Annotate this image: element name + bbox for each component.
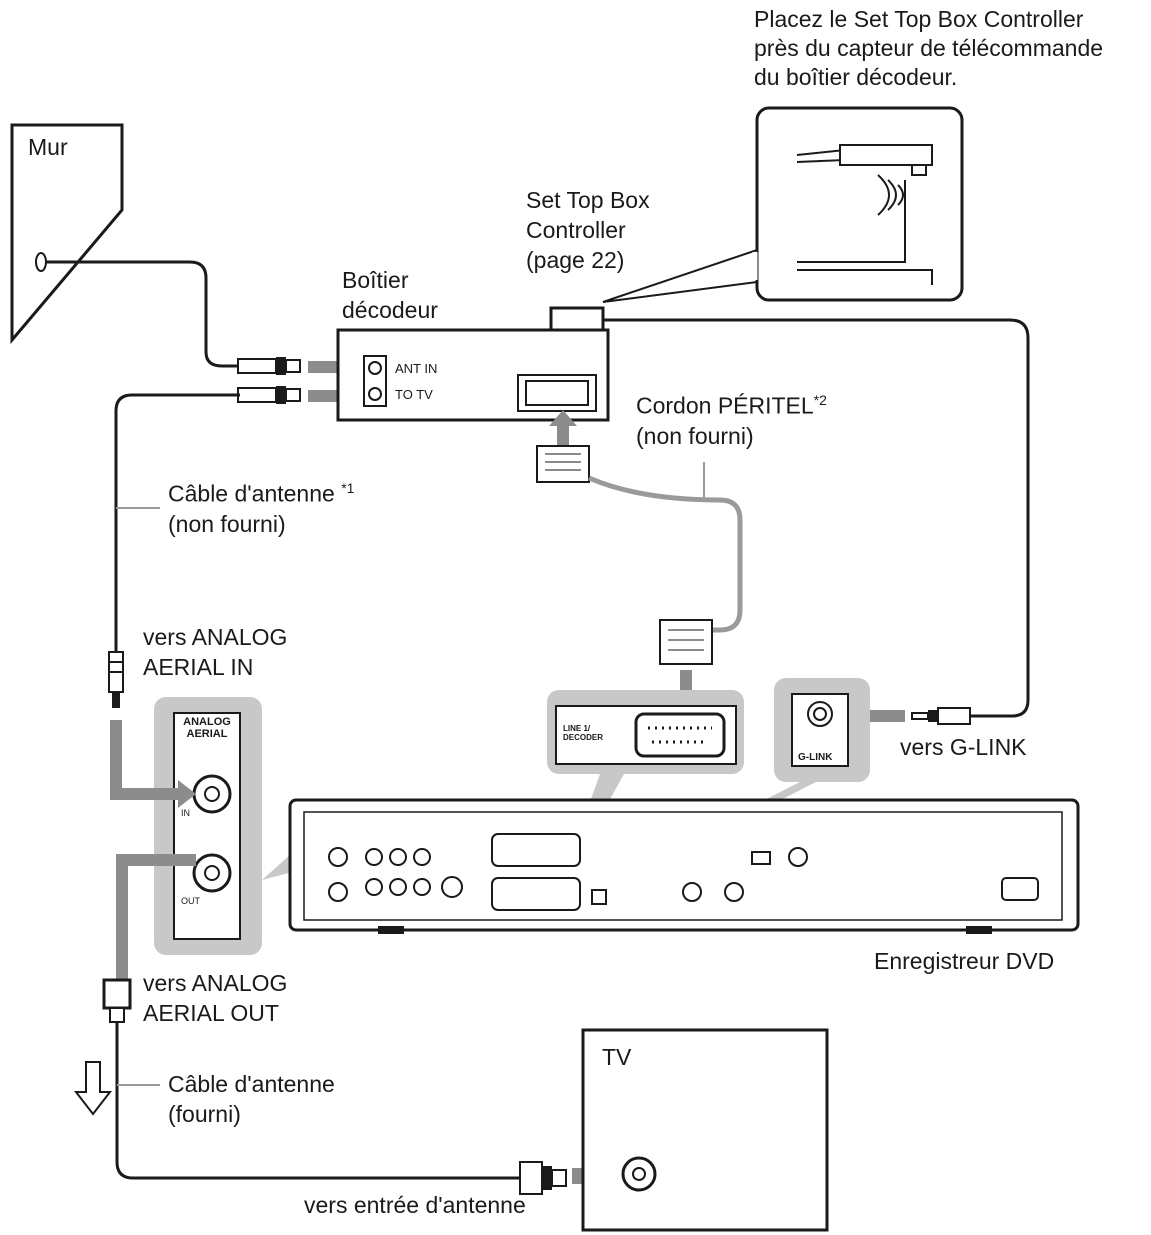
wall-to-stb-cable bbox=[46, 260, 240, 368]
antenna-cable-1-label: Câble d'antenne *1 (non fourni) bbox=[168, 480, 355, 537]
scart-plug-top bbox=[536, 445, 590, 483]
dvd-recorder-label: Enregistreur DVD bbox=[874, 948, 1055, 974]
ant-in-label: ANT IN bbox=[395, 361, 438, 376]
inset-aerial-out-label: OUT bbox=[181, 896, 200, 906]
signal-direction-arrow bbox=[73, 1061, 113, 1116]
ant-in-jack bbox=[368, 361, 382, 375]
to-antenna-input-label: vers entrée d'antenne bbox=[304, 1192, 526, 1218]
to-tv-jack bbox=[368, 387, 382, 401]
controller-device bbox=[549, 306, 605, 332]
inset-aerial-title: ANALOG AERIAL bbox=[183, 716, 231, 740]
tv-label: TV bbox=[602, 1044, 632, 1070]
antenna-cable-2 bbox=[115, 1022, 520, 1180]
placement-note: Placez le Set Top Box Controller près du… bbox=[754, 6, 1104, 90]
to-analog-out-label: vers ANALOG AERIAL OUT bbox=[143, 970, 288, 1026]
controller-label: Set Top Box Controller (page 22) bbox=[526, 187, 650, 273]
inset-glink-label: G-LINK bbox=[798, 752, 833, 763]
wall-label: Mur bbox=[28, 134, 68, 160]
glink-cable bbox=[603, 318, 1030, 718]
to-analog-in-label: vers ANALOG AERIAL IN bbox=[143, 624, 288, 680]
placement-illustration bbox=[796, 144, 933, 285]
arrow-from-aerial-out bbox=[116, 854, 196, 980]
scart-cable-label: Cordon PÉRITEL*2 (non fourni) bbox=[636, 392, 827, 449]
wall-panel bbox=[10, 123, 124, 345]
wall-cable-plug bbox=[237, 357, 301, 375]
arrow-to-stb-scart bbox=[549, 410, 577, 450]
arrow-to-aerial-in bbox=[110, 720, 196, 808]
to-glink-label: vers G-LINK bbox=[900, 734, 1027, 760]
inset-scart-connector bbox=[634, 712, 726, 758]
scart-plug-bottom bbox=[659, 619, 713, 665]
antenna-cable-1 bbox=[114, 393, 240, 652]
inset-scart-label: LINE 1/ DECODER bbox=[563, 724, 604, 742]
tv-cable-plug-top bbox=[237, 386, 301, 404]
inset-aerial-in-label: IN bbox=[181, 808, 190, 818]
dvd-rear-jacks bbox=[328, 833, 1039, 911]
analog-in-plug bbox=[108, 651, 124, 708]
antenna-cable-2-label: Câble d'antenne (fourni) bbox=[168, 1071, 335, 1127]
wall-socket bbox=[35, 252, 47, 272]
analog-out-plug bbox=[102, 978, 132, 1023]
glink-plug bbox=[911, 707, 971, 725]
set-top-box-label: Boîtier décodeur bbox=[342, 267, 438, 323]
to-tv-label: TO TV bbox=[395, 387, 433, 402]
tv-plug bbox=[519, 1161, 567, 1195]
tv-set bbox=[581, 1028, 829, 1232]
scart-cable bbox=[588, 475, 743, 633]
